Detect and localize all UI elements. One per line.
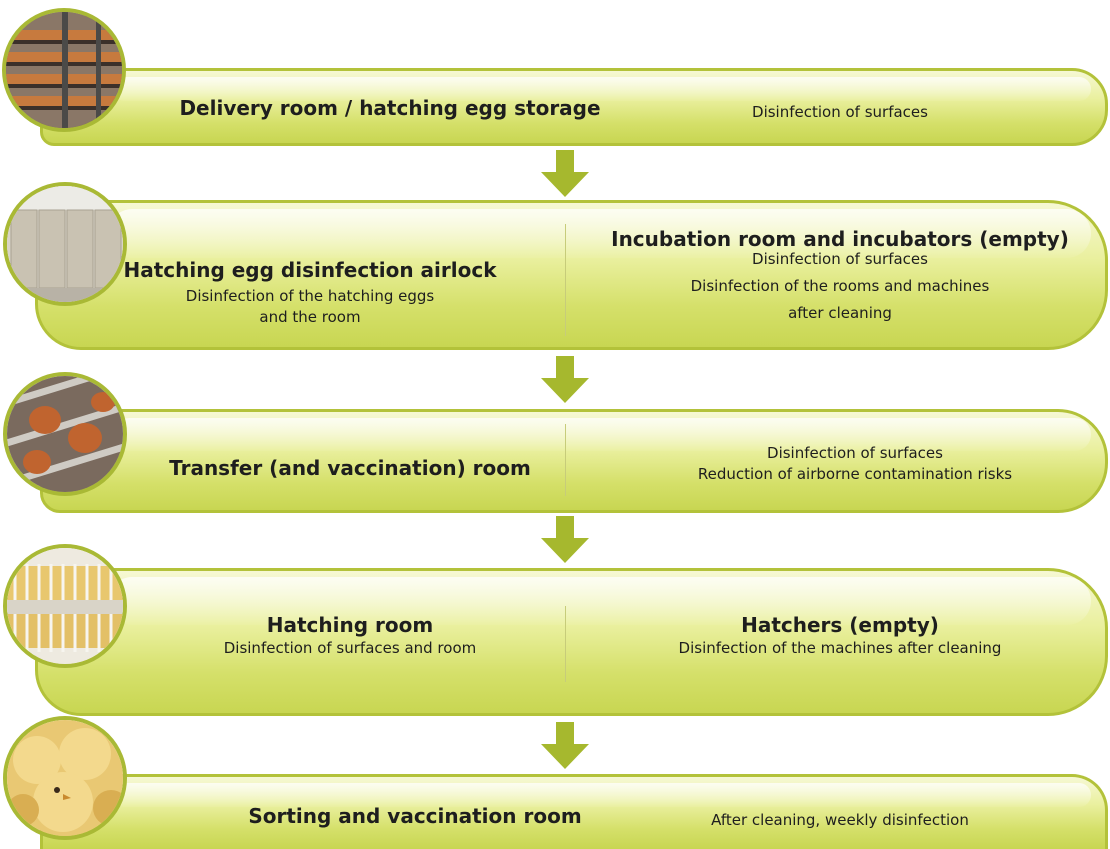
stage-4-right-title: Hatchers (empty) (741, 613, 939, 637)
stage-2-right-line-2: Disinfection of the rooms and machines (690, 277, 990, 295)
stage-5-title: Sorting and vaccination room (248, 804, 582, 828)
stage-3-line-2: Reduction of airborne contamination risk… (697, 465, 1013, 483)
stage-1-title: Delivery room / hatching egg storage (179, 96, 601, 120)
stage-4-right-line-1: Disinfection of the machines after clean… (678, 639, 1002, 657)
stage-2-divider (565, 224, 566, 336)
stage-2-left-line-1: Disinfection of the hatching eggs (185, 287, 435, 305)
arrow-down-1-icon (541, 150, 589, 197)
arrow-down-4-icon (541, 722, 589, 769)
stage-4-left-title: Hatching room (266, 613, 434, 637)
stage-4-left-line-1: Disinfection of surfaces and room (223, 639, 477, 657)
stage-3-line-1: Disinfection of surfaces (767, 444, 943, 462)
incubator-cabinets-photo (3, 182, 127, 306)
stage-2-left-title: Hatching egg disinfection airlock (123, 258, 497, 282)
egg-trays-photo (2, 8, 126, 132)
arrow-down-2-icon (541, 356, 589, 403)
stage-2-left-line-2: and the room (259, 308, 361, 326)
stage-4-divider (565, 606, 566, 682)
stage-2-right-line-1: Disinfection of surfaces (752, 250, 928, 268)
stage-2-right-title: Incubation room and incubators (empty) (611, 227, 1069, 251)
arrow-down-3-icon (541, 516, 589, 563)
stage-2-right-line-3: after cleaning (788, 304, 892, 322)
chicks-photo (3, 716, 127, 840)
chick-crates-photo (3, 544, 127, 668)
stage-1-detail: Disinfection of surfaces (752, 103, 928, 121)
stage-3-divider (565, 424, 566, 496)
stage-5-detail: After cleaning, weekly disinfection (711, 811, 969, 829)
stage-3-title: Transfer (and vaccination) room (169, 456, 531, 480)
egg-transfer-photo (3, 372, 127, 496)
